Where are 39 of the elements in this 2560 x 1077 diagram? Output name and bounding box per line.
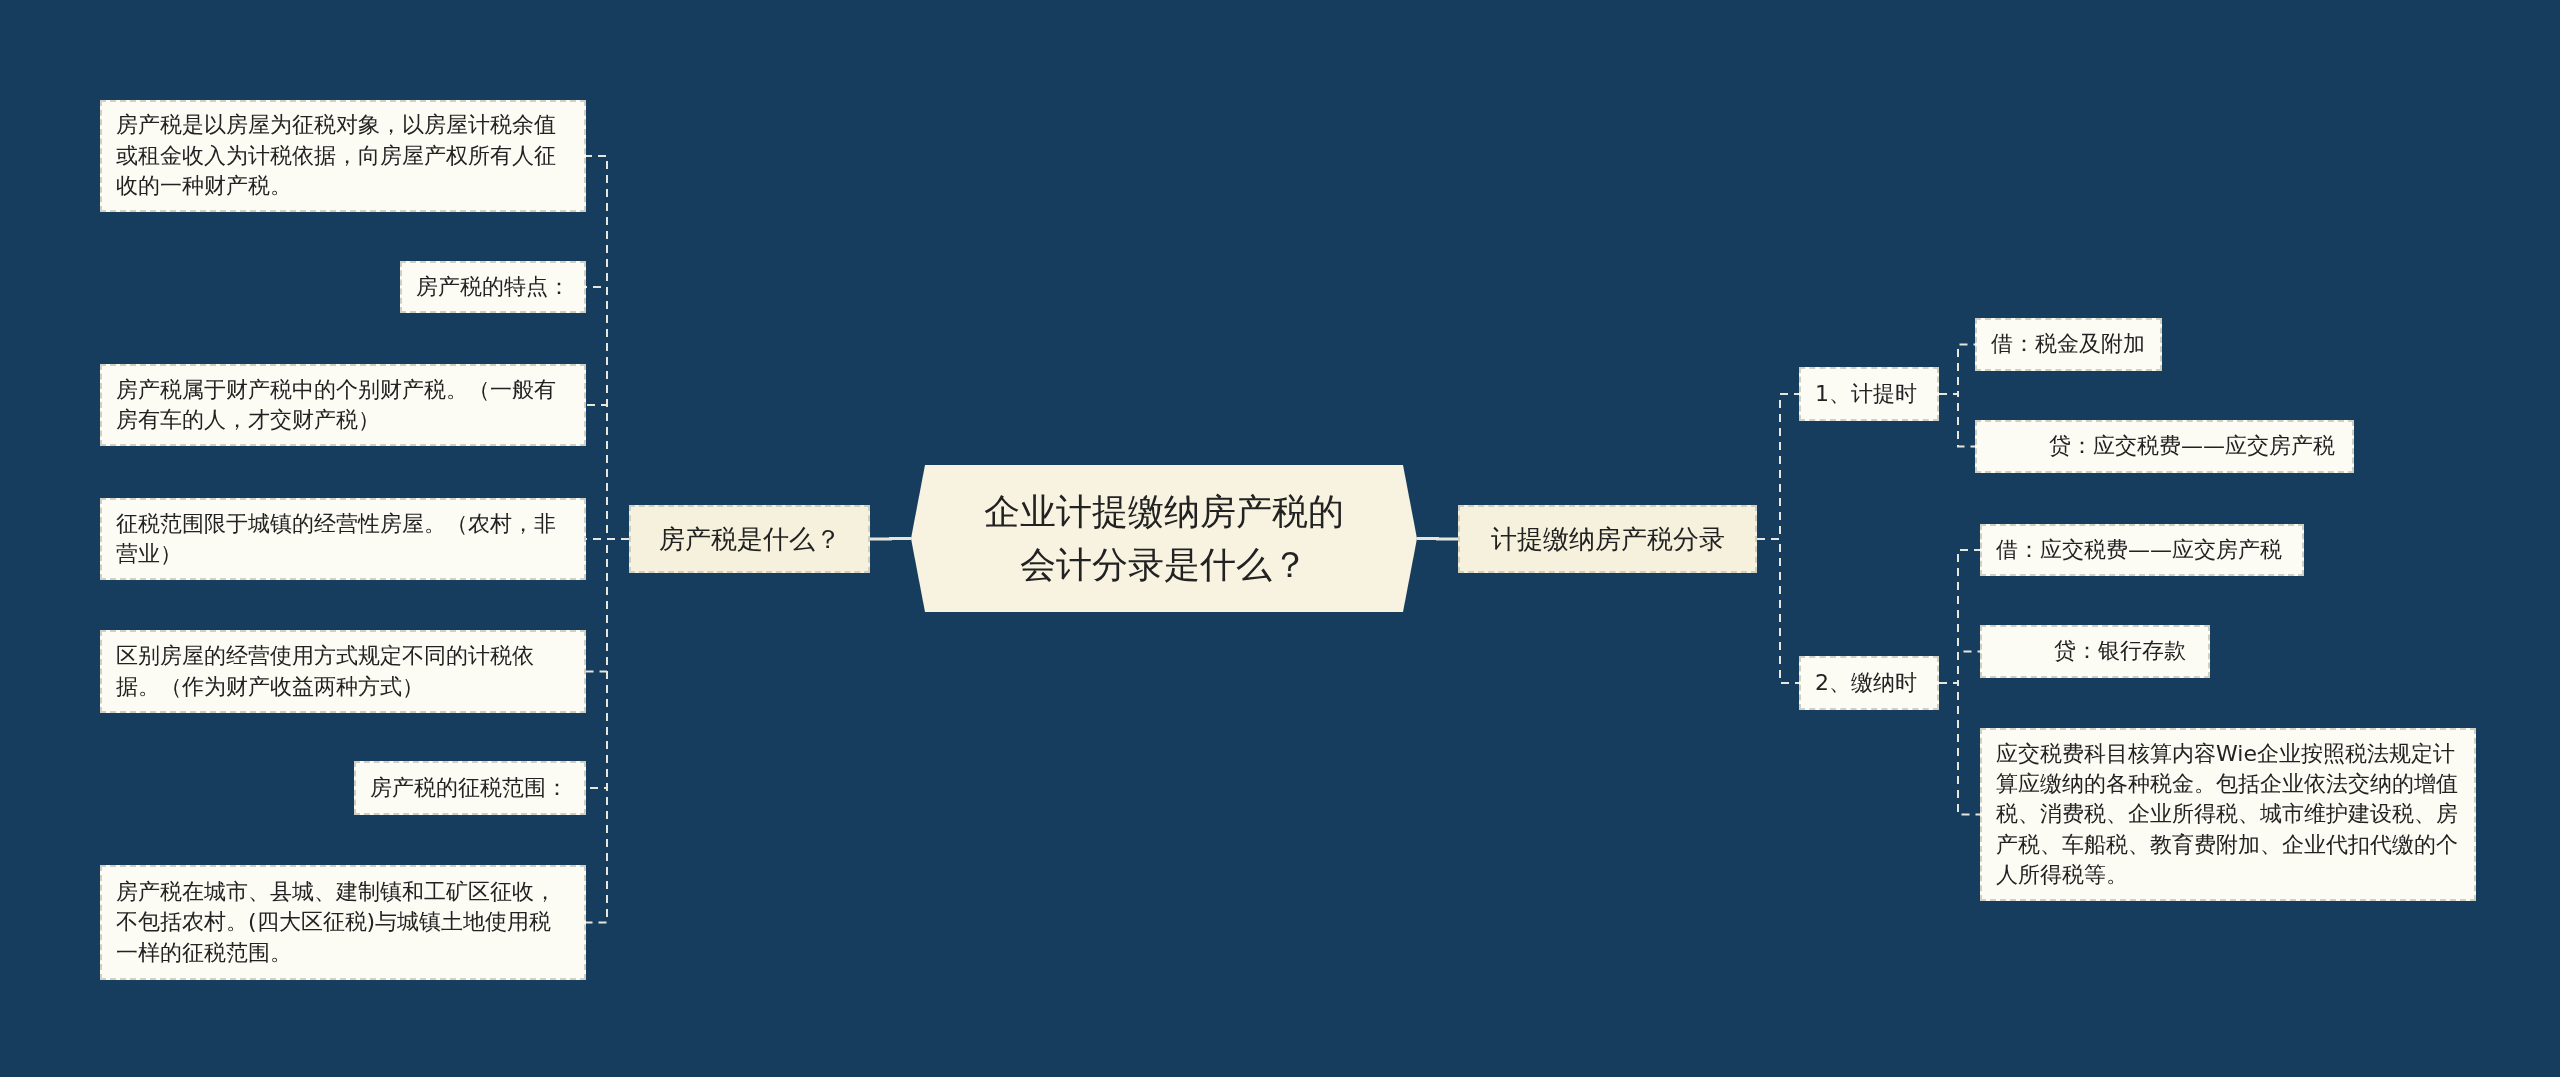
topic-text: 计提缴纳房产税分录	[1490, 522, 1725, 556]
note-box	[100, 630, 586, 713]
topic-box	[629, 505, 870, 573]
note-box	[1799, 367, 1939, 421]
note-box	[100, 364, 586, 446]
note-text: 房产税是以房屋为征税对象，以房屋计税余值或租金收入为计税依据，向房屋产权所有人征收的一种财产税。	[116, 111, 557, 201]
topic-text: 房产税是什么？	[658, 522, 841, 556]
note-box	[1975, 318, 2162, 371]
note-text: 征税范围限于城镇的经营性房屋。（农村，非营业）	[116, 509, 557, 568]
note-box	[100, 100, 586, 212]
note-text: 借：税金及附加	[1991, 330, 2145, 359]
note-text: 应交税费科目核算内容Wie企业按照税法规定计算应缴纳的各种税金。包括企业依法交纳的增值税、消费税、企业所得税、城市维护建设税、房产税、车船税、教育费附加、企业代扣代缴的个人所得税等。	[1996, 739, 2459, 890]
connector-line	[870, 537, 911, 541]
note-box	[100, 498, 586, 580]
note-text: 房产税的特点：	[416, 272, 570, 301]
note-text: 2、缴纳时	[1815, 668, 1917, 697]
note-box	[1980, 625, 2210, 678]
note-box	[100, 865, 586, 980]
connector-line	[1756, 538, 1800, 684]
topic-box	[1458, 505, 1757, 573]
central-topic-text: 企业计提缴纳房产税的会计分录是什么？	[983, 490, 1345, 587]
connector-line	[1938, 682, 1981, 816]
note-text: 房产税的征税范围：	[370, 773, 568, 802]
note-box	[354, 761, 586, 815]
central-topic	[911, 465, 1417, 612]
connector-line	[1417, 537, 1458, 541]
note-text: 区别房屋的经营使用方式规定不同的计税依据。（作为财产收益两种方式）	[116, 642, 535, 701]
note-text: 贷：银行存款	[2054, 637, 2186, 666]
note-text: 1、计提时	[1815, 379, 1917, 408]
note-text: 房产税属于财产税中的个别财产税。（一般有房有车的人，才交财产税）	[116, 375, 557, 434]
note-box	[1975, 420, 2354, 473]
connector-line	[1938, 393, 1976, 448]
note-box	[1980, 728, 2476, 901]
note-text: 贷：应交税费——应交房产税	[2049, 432, 2335, 461]
note-box	[1799, 656, 1939, 710]
note-text: 借：应交税费——应交房产税	[1996, 535, 2282, 564]
note-text: 房产税在城市、县城、建制镇和工矿区征收，不包括农村。(四大区征税)与城镇土地使用税一样的征税范围。	[116, 877, 557, 967]
note-box	[400, 261, 586, 313]
note-box	[1980, 524, 2304, 576]
